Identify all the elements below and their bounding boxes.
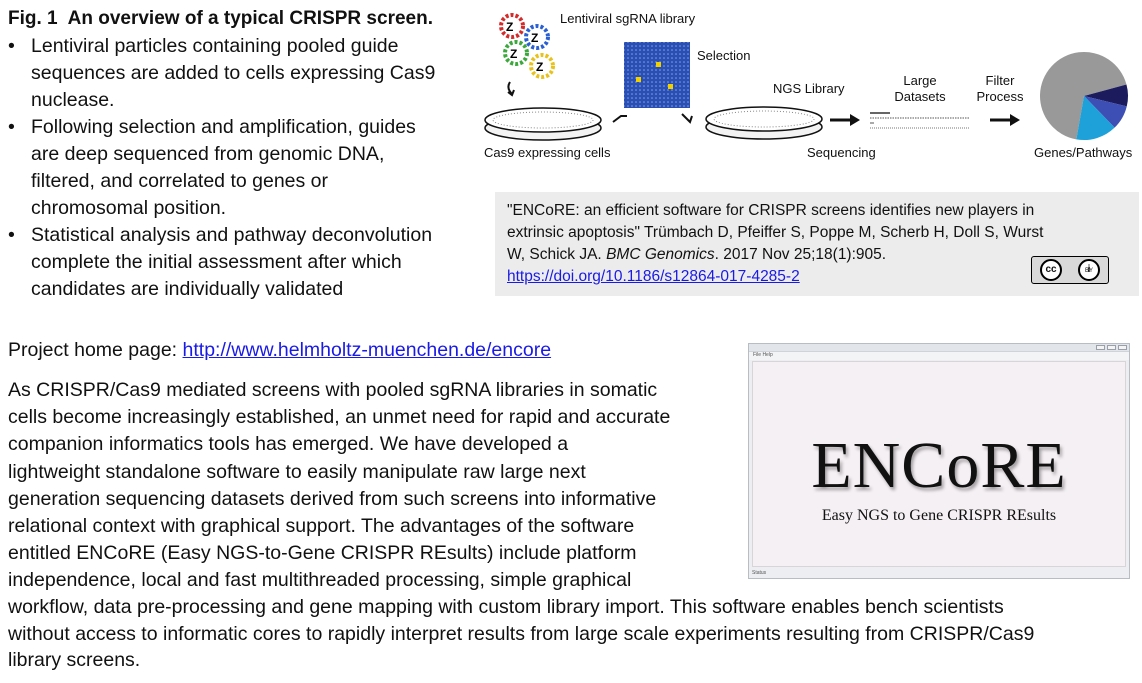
pie-slice — [1084, 96, 1127, 128]
overview-bullets: Lentiviral particles containing pooled g… — [8, 33, 478, 303]
arrow-icon — [612, 115, 627, 123]
svg-text:Z: Z — [536, 60, 543, 74]
license-label: BY — [1084, 268, 1093, 274]
citation-line: W, Schick JA. BMC Genomics. 2017 Nov 25;… — [507, 246, 887, 263]
journal-name: BMC Genomics — [606, 246, 715, 263]
arrow-icon — [990, 114, 1020, 126]
maximize-icon — [1107, 345, 1116, 350]
attribution-icon: i — [1078, 259, 1100, 281]
sequencing-label: Sequencing — [807, 145, 876, 160]
petri-dish-icon — [705, 106, 823, 140]
cc-by-license-badge: cc i BY — [1031, 256, 1109, 284]
petri-dish-icon — [484, 107, 602, 141]
bullet-item: Lentiviral particles containing pooled g… — [8, 33, 478, 114]
cc-icon: cc — [1040, 259, 1062, 281]
status-bar: Status — [752, 570, 767, 576]
window-menu: File Help — [749, 352, 1129, 360]
citation-line: "ENCoRE: an efficient software for CRISP… — [507, 202, 1035, 219]
selection-label: Selection — [697, 48, 751, 63]
pie-slice — [1076, 96, 1115, 140]
figure-caption: An overview of a typical CRISPR screen. — [67, 8, 433, 29]
citation-box: "ENCoRE: an efficient software for CRISP… — [495, 192, 1139, 296]
figure-number: Fig. 1 — [8, 8, 58, 29]
figure-title: Fig. 1 An overview of a typical CRISPR sc… — [8, 8, 433, 30]
workflow-graphic: Z Z Z Z — [484, 13, 1128, 141]
large-datasets-label: Large Datasets — [894, 73, 946, 104]
doi-link[interactable]: https://doi.org/10.1186/s12864-017-4285-… — [507, 268, 800, 285]
project-home: Project home page: http://www.helmholtz-… — [8, 339, 551, 362]
ngs-library-label: NGS Library — [773, 81, 845, 96]
cells-label: Cas9 expressing cells — [484, 145, 611, 160]
pie-slice — [1040, 52, 1127, 140]
home-link[interactable]: http://www.helmholtz-muenchen.de/encore — [182, 339, 552, 361]
window-controls — [1096, 345, 1127, 350]
bullet-item: Statistical analysis and pathway deconvo… — [8, 222, 478, 303]
citation-line: extrinsic apoptosis" Trümbach D, Pfeiffe… — [507, 224, 1044, 241]
svg-text:Z: Z — [510, 47, 517, 61]
genes-pathways-label: Genes/Pathways — [1034, 145, 1133, 160]
arrow-icon — [681, 113, 693, 124]
library-label: Lentiviral sgRNA library — [560, 11, 696, 26]
sequence-reads-icon — [870, 112, 970, 129]
encore-subtitle: Easy NGS to Gene CRISPR REsults — [821, 507, 1057, 524]
crispr-workflow-diagram: Z Z Z Z — [470, 0, 1142, 180]
selection-grid-icon — [624, 42, 690, 108]
pie-slice — [1084, 84, 1128, 107]
arrow-icon — [830, 114, 860, 126]
svg-text:Z: Z — [531, 31, 538, 45]
svg-text:Z: Z — [506, 20, 513, 34]
abstract-text: As CRISPR/Cas9 mediated screens with poo… — [8, 379, 671, 592]
genes-pie-chart — [1040, 52, 1128, 140]
encore-software-window: File Help ENCoRE Easy NGS to Gene CRISPR… — [748, 343, 1130, 579]
encore-logo: ENCoRE — [811, 429, 1067, 502]
filter-process-label: Filter Process — [976, 73, 1024, 104]
window-titlebar — [749, 344, 1129, 352]
minimize-icon — [1096, 345, 1105, 350]
close-icon — [1118, 345, 1127, 350]
bullet-item: Following selection and amplification, g… — [8, 114, 478, 222]
abstract-text-continued: workflow, data pre-processing and gene m… — [8, 596, 1035, 671]
lentivirus-icon: Z Z Z Z — [499, 13, 555, 97]
home-label: Project home page: — [8, 339, 178, 361]
window-body: ENCoRE Easy NGS to Gene CRISPR REsults — [752, 361, 1126, 567]
